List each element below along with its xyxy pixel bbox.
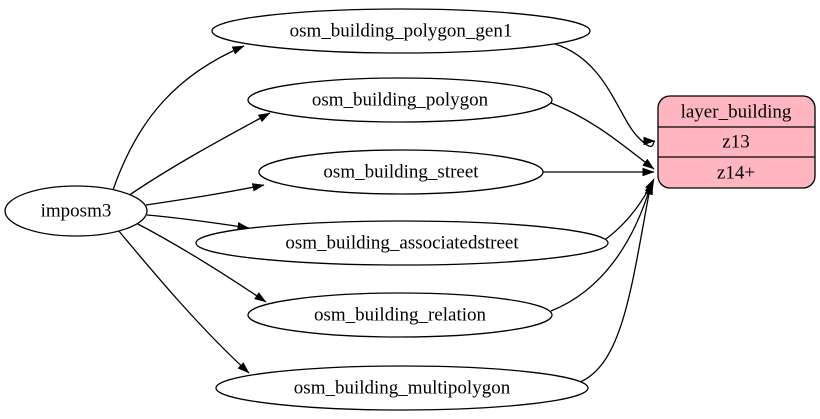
- layer_building-box: [657, 95, 816, 189]
- node-osm_building_polygon_gen1: osm_building_polygon_gen1: [211, 8, 591, 54]
- node-imposm3: imposm3: [4, 185, 148, 237]
- edge-osm_building_polygon_gen1-to-z13: [554, 43, 656, 148]
- osm_building_polygon_gen1-ellipse: [211, 8, 591, 54]
- osm_building_multipolygon-label: osm_building_multipolygon: [294, 378, 511, 399]
- node-osm_building_associatedstreet: osm_building_associatedstreet: [195, 220, 609, 266]
- edge-imposm3-to-osm_building_polygon: [127, 112, 271, 197]
- osm_building_relation-label: osm_building_relation: [314, 305, 487, 326]
- imposm3-ellipse: [4, 185, 148, 237]
- layer_building-row-z13: z13: [722, 132, 749, 153]
- edge-imposm3-to-osm_building_associatedstreet: [146, 214, 250, 231]
- edge-osm_building_multipolygon-to-z14: [579, 182, 653, 383]
- osm_building_relation-ellipse: [247, 292, 553, 338]
- layer_building-row-z14: z14+: [717, 163, 755, 184]
- edge-osm_building_polygon-to-z14: [550, 102, 655, 170]
- edges-source-to-tables: [112, 45, 271, 374]
- edge-osm_building_relation-to-z14: [550, 180, 653, 312]
- edges-tables-to-layer: [543, 43, 656, 383]
- node-layer_building: layer_building z13 z14+: [657, 95, 816, 189]
- node-osm_building_relation: osm_building_relation: [247, 292, 553, 338]
- node-osm_building_polygon: osm_building_polygon: [247, 77, 553, 123]
- osm_building_polygon-label: osm_building_polygon: [312, 90, 489, 111]
- osm_building_multipolygon-ellipse: [215, 365, 589, 411]
- osm_building_polygon_gen1-label: osm_building_polygon_gen1: [290, 21, 513, 42]
- imposm3-label: imposm3: [41, 201, 112, 222]
- node-osm_building_street: osm_building_street: [258, 149, 544, 195]
- osm_building_associatedstreet-ellipse: [195, 220, 609, 266]
- osm_building_street-label: osm_building_street: [323, 162, 479, 183]
- osm_building_street-ellipse: [258, 149, 544, 195]
- layer_building-title: layer_building: [681, 102, 792, 123]
- node-osm_building_multipolygon: osm_building_multipolygon: [215, 365, 589, 411]
- osm_building_associatedstreet-label: osm_building_associatedstreet: [285, 233, 519, 254]
- edge-imposm3-to-osm_building_multipolygon: [117, 229, 250, 374]
- edge-imposm3-to-osm_building_relation: [135, 222, 267, 303]
- osm_building_polygon-ellipse: [247, 77, 553, 123]
- edge-imposm3-to-osm_building_street: [145, 183, 265, 206]
- edge-imposm3-to-osm_building_polygon_gen1: [112, 45, 245, 191]
